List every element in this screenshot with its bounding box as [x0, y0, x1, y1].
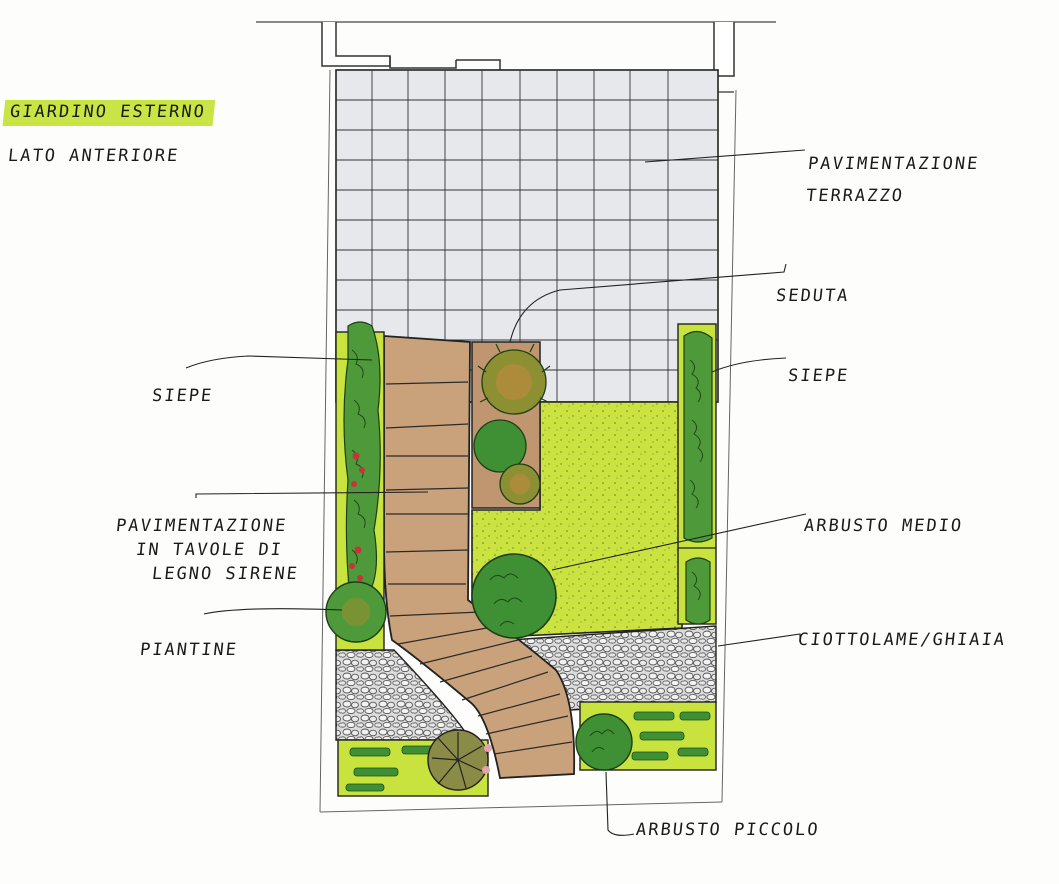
leader-lines [185, 149, 807, 836]
label-siepe-right: Siepe [786, 366, 851, 386]
small-shrub-left [427, 729, 492, 791]
shrub-on-bench-1 [477, 343, 551, 415]
small-shrub-right [575, 713, 633, 771]
medium-shrub [471, 553, 557, 639]
label-pavimentazione-terrazzo-1: Pavimentazione [806, 154, 981, 174]
label-pavimentazione-legno-2: in tavole di [134, 540, 284, 560]
label-piantine: Piantine [138, 640, 239, 660]
shrub-on-bench-2 [473, 419, 541, 505]
label-ciottolame: Ciottolame/ghiaia [796, 630, 1008, 650]
title-line-2: lato anteriore [6, 146, 181, 166]
title-line-1: Giardino esterno [2, 100, 216, 126]
label-siepe-left: Siepe [150, 386, 215, 406]
label-arbusto-medio: Arbusto medio [802, 516, 965, 536]
property-outline [256, 21, 776, 813]
wooden-path [383, 335, 576, 779]
left-shrub-lower [325, 581, 387, 643]
label-pavimentazione-legno-3: legno sirene [150, 564, 300, 584]
label-pavimentazione-terrazzo-2: terrazzo [804, 186, 905, 206]
label-pavimentazione-legno-1: Pavimentazione [114, 516, 289, 536]
label-arbusto-piccolo: Arbusto piccolo [634, 820, 821, 840]
label-seduta: Seduta [774, 286, 851, 306]
right-hedge [677, 323, 717, 625]
